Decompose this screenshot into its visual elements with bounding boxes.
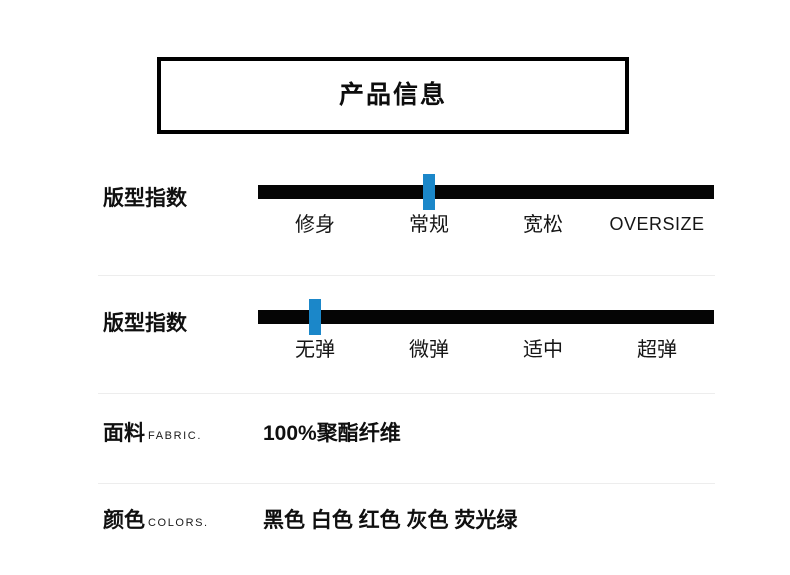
fit-index-tick-1[interactable]: 常规 — [409, 214, 449, 236]
divider-3 — [98, 483, 715, 484]
product-info-header-box: 产品信息 — [157, 57, 629, 134]
row-label-fabric-en: FABRIC. — [148, 430, 202, 442]
elasticity-index-tick-0[interactable]: 无弹 — [295, 339, 335, 361]
fit-index-slider-track[interactable] — [258, 185, 714, 199]
fit-index-tick-2[interactable]: 宽松 — [523, 214, 563, 236]
elasticity-index-slider-thumb[interactable] — [309, 299, 321, 335]
fit-index-tick-3[interactable]: OVERSIZE — [609, 214, 705, 234]
divider-2 — [98, 393, 715, 394]
elasticity-index-tick-3[interactable]: 超弹 — [637, 339, 677, 361]
row-label-colors-en: COLORS. — [148, 517, 209, 529]
elasticity-index-tick-1[interactable]: 微弹 — [409, 339, 449, 361]
page-title: 产品信息 — [338, 81, 447, 109]
divider-1 — [98, 275, 715, 276]
elasticity-index-tick-labels: 无弹 微弹 适中 超弹 — [258, 340, 714, 360]
fit-index-tick-0[interactable]: 修身 — [295, 214, 335, 236]
row-label-elasticity-index: 版型指数 — [103, 312, 187, 335]
colors-value: 黑色 白色 红色 灰色 荧光绿 — [263, 509, 518, 532]
row-label-fabric-cn: 面料 — [103, 422, 145, 445]
elasticity-index-slider-track[interactable] — [258, 310, 714, 324]
fabric-value: 100%聚酯纤维 — [263, 422, 401, 445]
elasticity-index-tick-2[interactable]: 适中 — [523, 339, 563, 361]
row-label-fit-index: 版型指数 — [103, 187, 187, 210]
fit-index-tick-labels: 修身 常规 宽松 OVERSIZE — [258, 215, 714, 235]
row-label-colors-cn: 颜色 — [103, 509, 145, 532]
fit-index-slider-thumb[interactable] — [423, 174, 435, 210]
